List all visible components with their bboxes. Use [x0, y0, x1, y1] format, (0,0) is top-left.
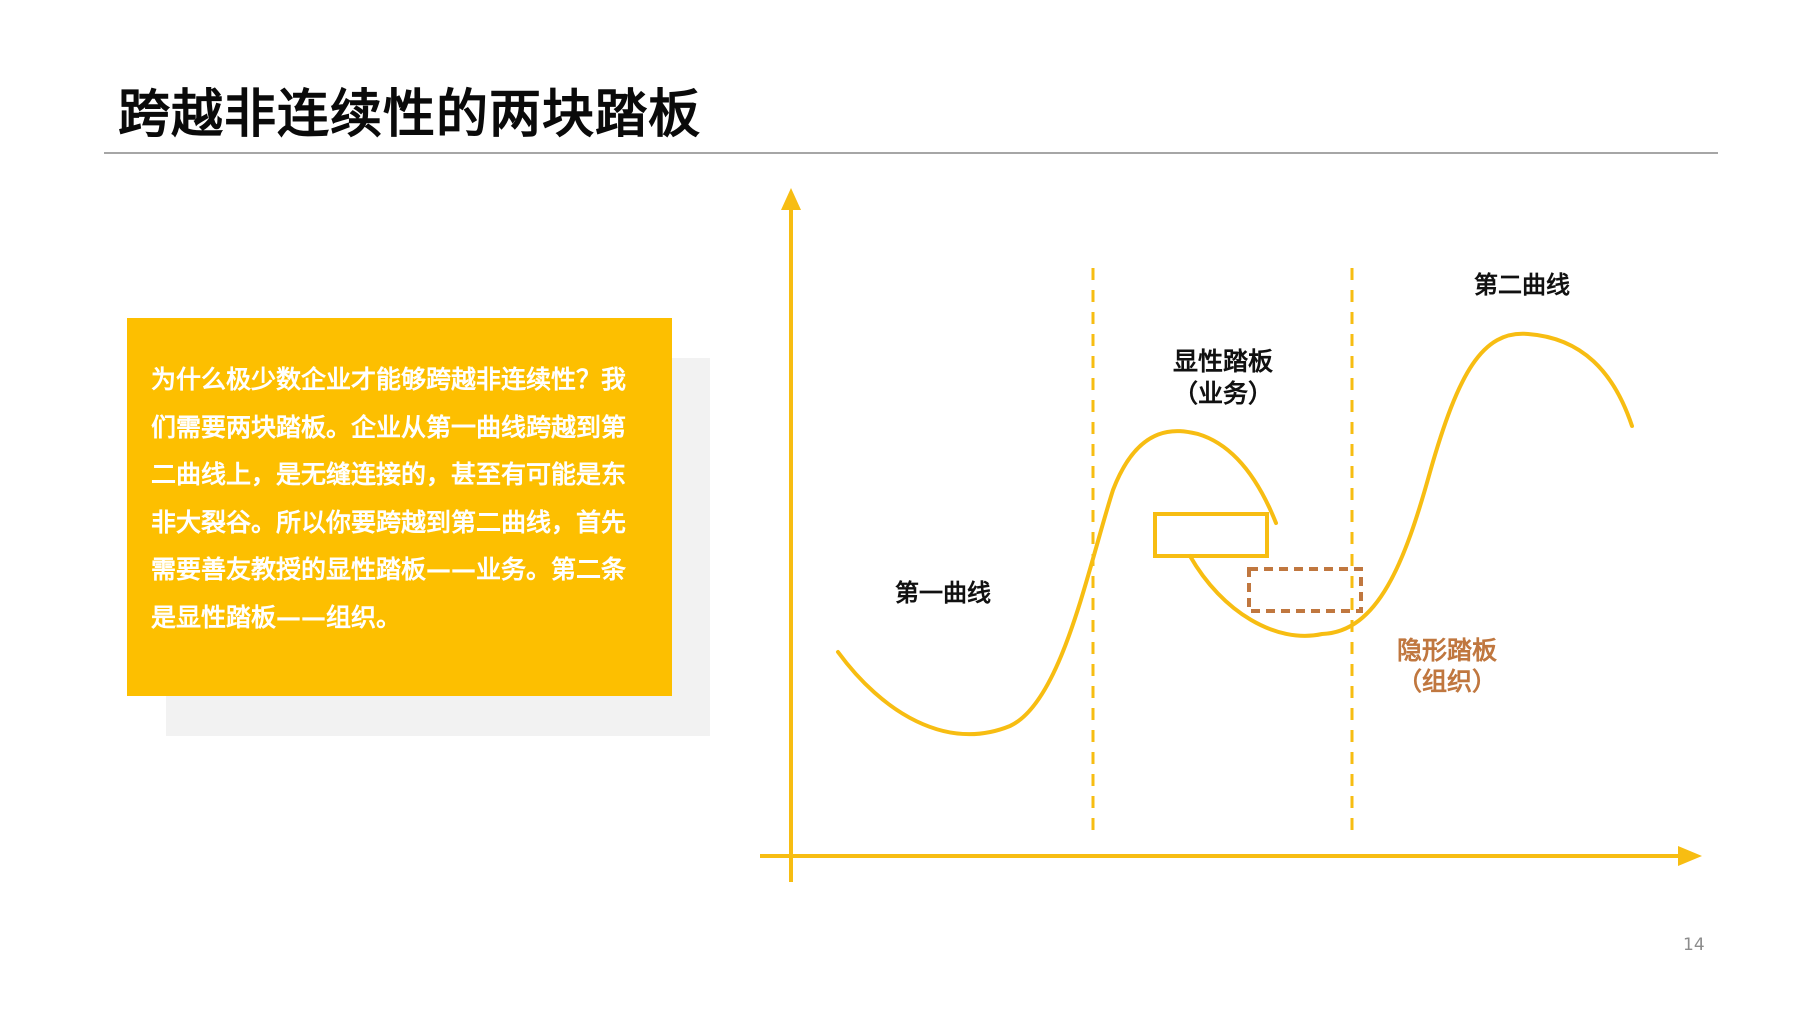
first-curve	[836, 429, 1278, 737]
second-curve	[1188, 331, 1634, 638]
y-axis	[781, 188, 801, 882]
second-curve-label: 第二曲线	[1474, 271, 1570, 299]
hidden-pedal-label: 隐形踏板	[1397, 636, 1497, 665]
x-axis	[760, 846, 1702, 866]
y-axis-arrow-icon	[781, 188, 801, 210]
title-divider	[104, 152, 1718, 154]
hidden-pedal-box	[1247, 567, 1363, 613]
page-number: 14	[1683, 935, 1705, 955]
explicit-pedal-box	[1153, 512, 1269, 558]
text-box: 为什么极少数企业才能够跨越非连续性？我们需要两块踏板。企业从第一曲线跨越到第二曲…	[127, 318, 672, 696]
text-box-paragraph: 为什么极少数企业才能够跨越非连续性？我们需要两块踏板。企业从第一曲线跨越到第二曲…	[151, 365, 627, 632]
page-title: 跨越非连续性的两块踏板	[118, 85, 702, 145]
explicit-pedal-label: 显性踏板	[1173, 347, 1273, 376]
explicit-pedal-sublabel: （业务）	[1173, 379, 1273, 408]
hidden-pedal-sublabel: （组织）	[1397, 667, 1497, 696]
first-curve-label: 第一曲线	[895, 579, 991, 607]
x-axis-arrow-icon	[1678, 846, 1702, 866]
